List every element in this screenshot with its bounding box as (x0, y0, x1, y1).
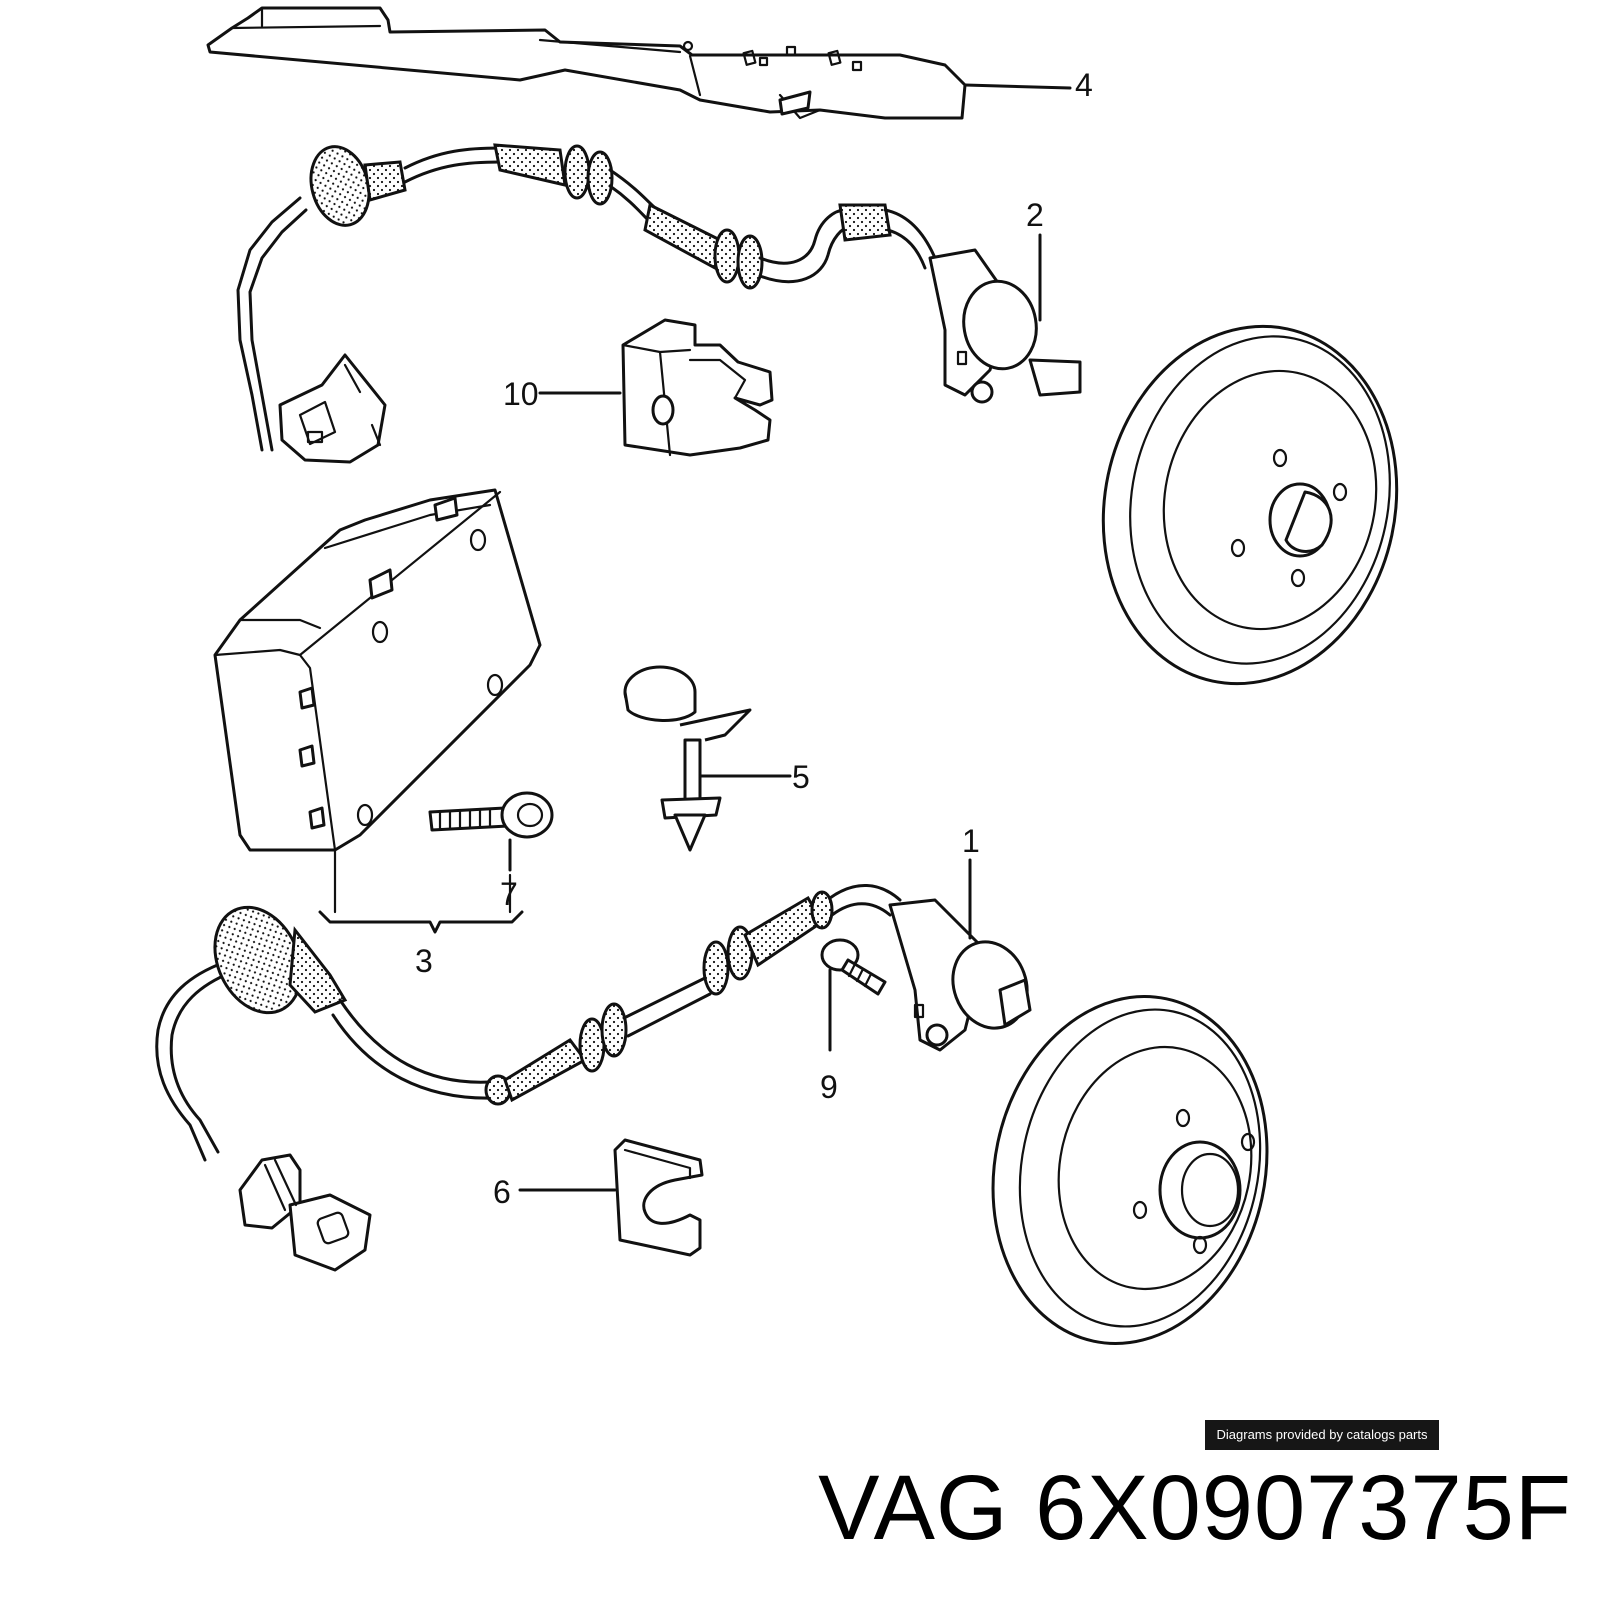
callout-1: 1 (962, 823, 980, 859)
callout-9: 9 (820, 1069, 838, 1105)
upper-brake-disc (1101, 324, 1399, 686)
part-number-label: VAG 6X0907375F (818, 1456, 1572, 1561)
clip-part-6 (518, 1138, 704, 1257)
leader-lines (538, 83, 1072, 940)
callout-7: 7 (500, 876, 518, 912)
callout-6: 6 (493, 1174, 511, 1210)
cable-clip-part-5 (623, 665, 792, 852)
abs-control-unit-part-3 (213, 488, 542, 934)
lower-sensor-cable-part (155, 884, 1032, 1272)
callout-4: 4 (1075, 67, 1093, 103)
diagram-credit-banner: Diagrams provided by catalogs parts (1205, 1420, 1439, 1450)
lower-brake-disc (991, 995, 1269, 1345)
callout-3: 3 (415, 943, 433, 979)
clip-bracket-part-10 (621, 318, 774, 457)
bracket-strip-part (206, 6, 967, 120)
bolt-part-9 (820, 938, 887, 1052)
part-number: 6X0907375F (1035, 1457, 1572, 1559)
upper-sensor-cable-part (236, 143, 1082, 464)
callout-5: 5 (792, 759, 810, 795)
callout-2: 2 (1026, 197, 1044, 233)
brand-name: VAG (818, 1457, 1009, 1559)
bolt-part-7 (428, 791, 554, 872)
callout-10: 10 (503, 376, 539, 412)
